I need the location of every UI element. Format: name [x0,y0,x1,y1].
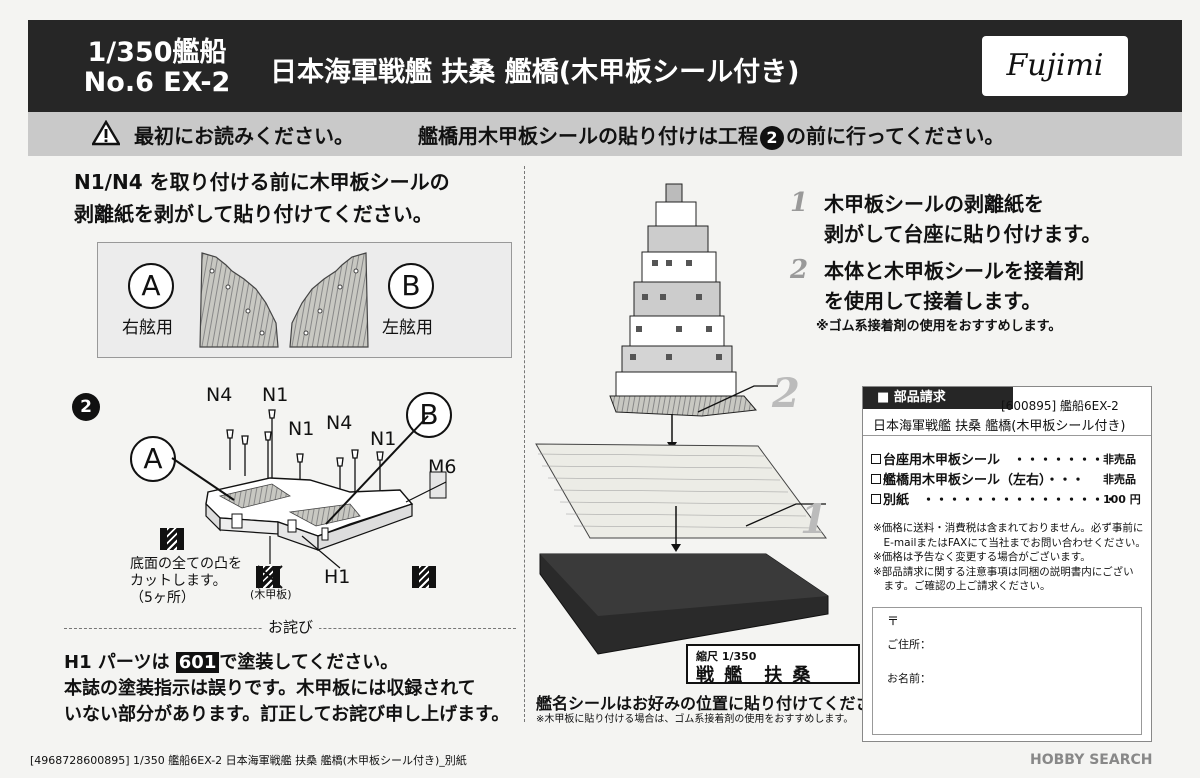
address-box: 〒 ご住所： お名前： [872,607,1142,735]
apology-l1-pre: H1 パーツは [64,652,170,673]
label-n1-top: N1 [262,384,289,406]
parts-order-form: ■ 部品請求 [600895] 艦船6EX-2 日本海軍戦艦 扶桑 艦橋(木甲板… [862,386,1152,742]
warning-after: の前に行ってください。 [786,124,1005,148]
step-number-badge: 2 [760,126,784,150]
nameplate-subnote: ※木甲板に貼り付ける場合は、ゴム系接着剤の使用をおすすめします。 [536,714,854,725]
label-h1: H1 [324,566,351,588]
order-code: [600895] 艦船6EX-2 [1001,399,1119,413]
order-product-name: 日本海軍戦艦 扶桑 艦橋(木甲板シール付き) [873,419,1126,434]
address-field[interactable]: ご住所： [887,638,931,651]
brand-logo: Fujimi [982,36,1128,96]
watermark: HOBBY SEARCH [1030,752,1153,768]
intro-line2: 剥離紙を剥がして貼り付けてください。 [74,202,433,226]
label-n4-right: N4 [326,412,353,434]
product-title: 日本海軍戦艦 扶桑 艦橋(木甲板シール付き) [270,57,800,88]
part-b-label: 左舷用 [382,318,433,338]
order-heading: ■ 部品請求 [863,387,1013,409]
warning-bar [28,112,1182,156]
cut-note-line: （5ヶ所） [130,590,195,606]
apology-title: お詫び [262,616,320,637]
order-item-price: 非売品 [1103,453,1136,466]
order-checkbox[interactable] [871,454,881,464]
nameplate-note: 艦名シールはお好みの位置に貼り付けてください。 [536,694,904,713]
scale-label: 1/350艦船 No.6 EX-2 [62,38,252,98]
order-notes: ※価格に送料・消費税は含まれておりません。必ず事前に E-mailまたはFAXに… [873,521,1146,594]
order-item-name: 艦橋用木甲板シール（左右）・・・ [883,473,1085,488]
apology-line3: いない部分があります。訂正してお詫び申し上げます。 [64,704,510,725]
step1-line1: 1 木甲板シールの剥離紙を [790,188,1101,219]
order-item-name: 台座用木甲板シール ・・・・・・・ [883,453,1105,468]
sticker-b-shape [289,252,369,348]
footer-text: [4968728600895] 1/350 艦船6EX-2 日本海軍戦艦 扶桑 … [30,754,467,767]
part-a-label: 右舷用 [122,318,173,338]
warning-before: 艦橋用木甲板シールの貼り付けは工程 [418,124,758,148]
scale-line1: 1/350艦船 [87,37,227,68]
apology-l1-post: で塗装してください。 [219,652,399,673]
order-item-price: 非売品 [1103,473,1136,486]
order-item-price: 100 円 [1103,493,1141,506]
assembly-steps: 1 木甲板シールの剥離紙を 剥がして台座に貼り付けます。 2 本体と木甲板シールを接… [790,188,1101,316]
label-n1-right: N1 [370,428,397,450]
warning-icon [92,120,120,146]
warning-lead: 最初にお読みください。 [134,124,354,148]
nameplate-scale: 縮尺 1/350 [696,650,757,663]
label-n1-mid: N1 [288,418,315,440]
order-row[interactable]: 台座用木甲板シール ・・・・・・・ [871,449,1104,468]
bridge-base-diagram [171,409,447,569]
order-row[interactable]: 別紙 ・・・・・・・・・・・・・・・ [871,489,1117,508]
order-checkbox[interactable] [871,474,881,484]
adhesive-note: ※ゴム系接着剤の使用をおすすめします。 [816,319,1062,334]
order-checkbox[interactable] [871,494,881,504]
order-note-line: ※価格に送料・消費税は含まれておりません。必ず事前に [873,522,1144,534]
apology-line2: 本誌の塗装指示は誤りです。木甲板には収録されて [64,678,476,699]
cut-x-note: (木甲板) [250,588,292,601]
order-note-line: ※部品請求に関する注意事項は同梱の説明書内にござい [873,565,1134,578]
part-a-marker: A [128,263,174,309]
step2-text1: 本体と木甲板シールを接着剤 [824,259,1084,283]
order-divider [863,435,1151,436]
step1-text1: 木甲板シールの剥離紙を [824,192,1044,216]
sticker-a-shape [199,252,279,348]
nameplate-name: 戦 艦 扶 桑 [696,665,813,686]
scale-line2: No.6 EX-2 [83,67,231,98]
order-row[interactable]: 艦橋用木甲板シール（左右）・・・ [871,469,1085,488]
step1-number: 1 [790,188,809,218]
step2-line2: を使用して接着します。 [824,289,1042,313]
ship-nameplate: 縮尺 1/350 戦 艦 扶 桑 [686,644,860,686]
cut-note: 底面の全ての凸を カットします。 （5ヶ所） [130,556,242,607]
cut-mark-icon [160,528,184,550]
part-b-marker: B [388,263,434,309]
cut-mark-icon [256,566,280,588]
step1-line2: 剥がして台座に貼り付けます。 [824,222,1102,246]
color-code-badge: 601 [175,652,220,673]
cut-note-line: カットします。 [130,573,227,589]
intro-text: N1/N4 を取り付ける前に木甲板シールの 剥離紙を剥がして貼り付けてください。 [74,166,450,230]
column-divider [524,166,525,722]
step2-line1: 2 本体と木甲板シールを接着剤 [790,255,1101,286]
postal-field[interactable]: 〒 [887,614,900,628]
deck-sticker-parts-box: A 右舷用 B 左舷用 [97,242,512,358]
diagram-step-1-marker: 1 [800,496,828,543]
assembly-diagram [535,183,829,655]
order-note-line: E-mailまたはFAXにて当社までお問い合わせください。 [873,536,1146,549]
order-note-line: ます。ご確認の上ご請求ください。 [873,580,1051,592]
cut-note-line: 底面の全ての凸を [130,556,242,572]
name-field[interactable]: お名前： [887,672,931,685]
order-note-line: ※価格は予告なく変更する場合がございます。 [873,551,1091,563]
step2-number: 2 [790,255,809,285]
diagram-step-2-marker: 2 [772,370,800,417]
cut-mark-icon [412,566,436,588]
cross-out-icon [257,565,283,589]
order-item-name: 別紙 ・・・・・・・・・・・・・・・ [883,493,1118,508]
step2-badge: 2 [72,393,100,421]
intro-line1: N1/N4 を取り付ける前に木甲板シールの [74,170,450,194]
label-n4-left: N4 [206,384,233,406]
